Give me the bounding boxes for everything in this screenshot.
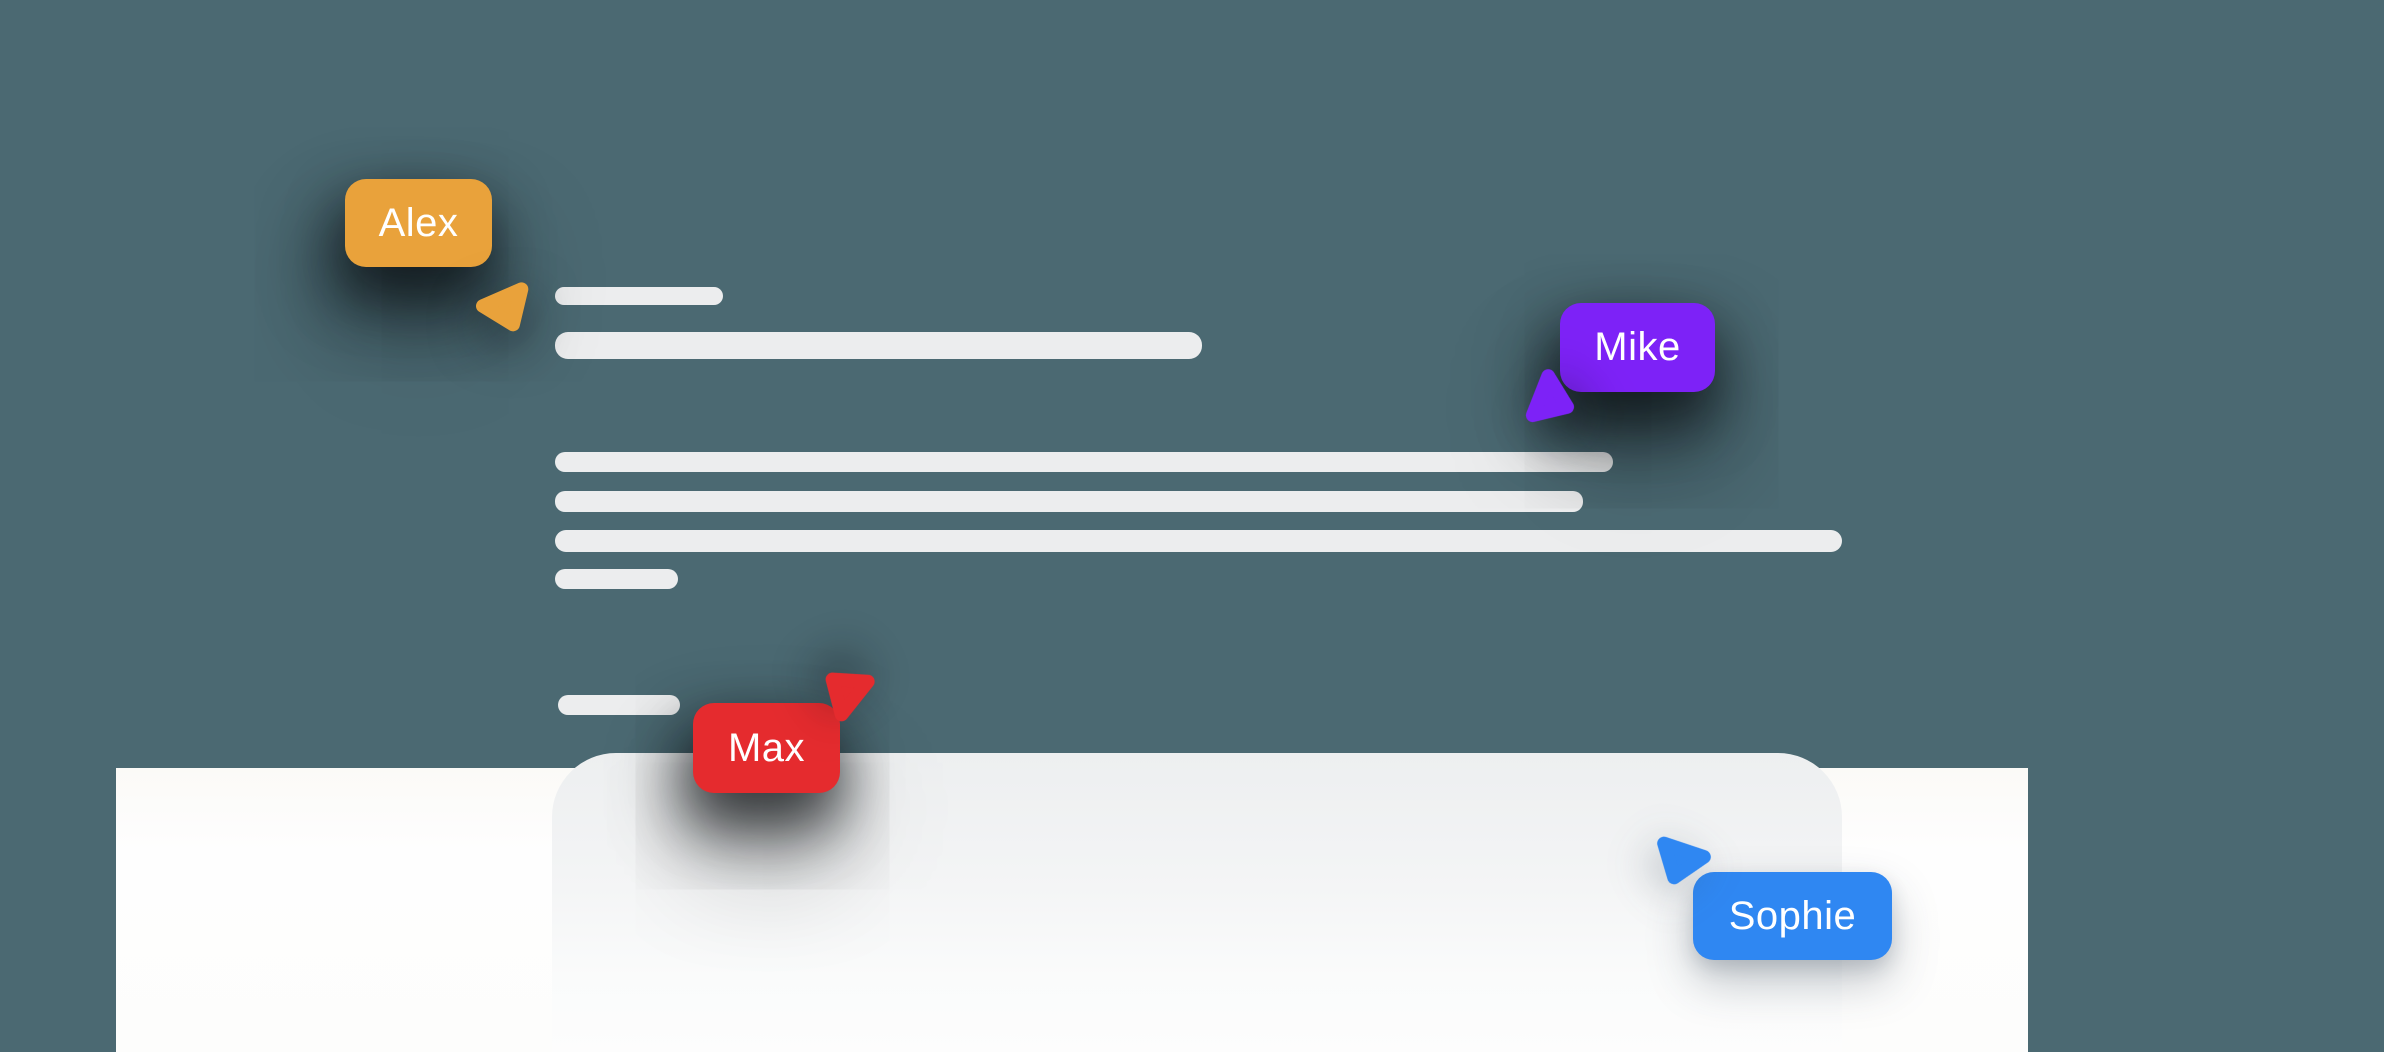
skeleton-line [555,569,678,589]
mike-cursor-icon [1509,363,1585,439]
alex-user-label: Alex [345,179,492,267]
mike-user-name: Mike [1594,325,1681,369]
document-panel [552,753,1842,1052]
skeleton-line [555,491,1583,512]
sophie-user-label: Sophie [1693,872,1892,960]
alex-user-name: Alex [378,200,459,245]
mike-user-label: Mike [1560,303,1715,392]
sophie-user-name: Sophie [1728,893,1857,938]
alex-cursor-icon [476,279,530,333]
sophie-cursor-icon [1641,819,1717,895]
skeleton-line [555,452,1613,472]
max-cursor-icon [813,654,886,727]
skeleton-line [558,695,680,715]
max-user-label: Max [693,703,840,793]
skeleton-line [555,530,1842,552]
max-user-name: Max [727,725,806,770]
skeleton-line [555,332,1202,359]
skeleton-line [555,287,723,305]
